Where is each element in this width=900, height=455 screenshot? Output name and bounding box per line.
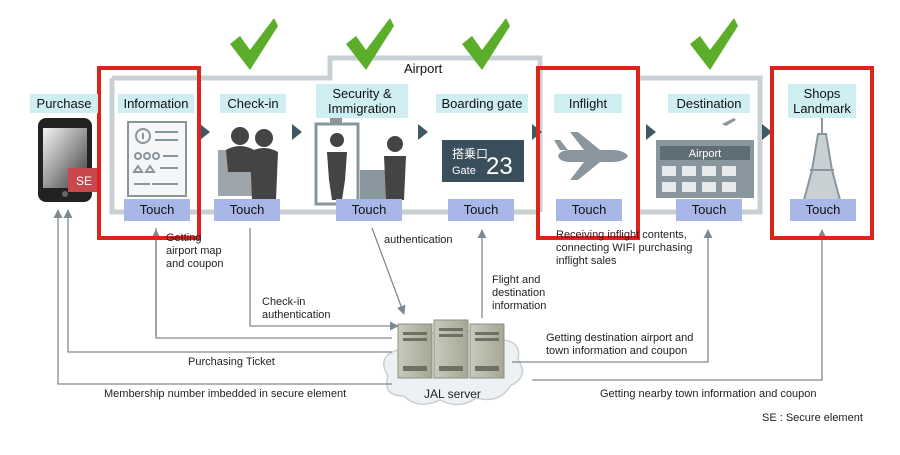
highlight-inflight [536,66,640,240]
touch-checkin: Touch [214,199,280,221]
touch-security: Touch [336,199,402,221]
note-purchase: Purchasing Ticket [188,356,275,368]
note-inflight: Receiving inflight contents, connecting … [556,229,693,267]
touch-inflight: Touch [556,199,622,221]
stage-title-checkin: Check-in [220,94,286,113]
highlight-information [97,66,201,240]
footnote-se: SE : Secure element [762,412,863,424]
stage-title-purchase: Purchase [30,94,98,113]
connector-lines [53,209,827,385]
security-gate-icon [314,116,406,206]
note-nearby: Getting nearby town information and coup… [600,388,817,400]
smartphone-icon: SE [38,118,100,202]
touch-shops: Touch [790,199,856,221]
se-badge [68,168,100,192]
stage-title-destination: Destination [668,94,750,113]
stage-title-boarding: Boarding gate [436,94,528,113]
server-label: JAL server [424,387,481,401]
airport-building-icon: Airport [656,118,754,198]
touch-destination: Touch [676,199,742,221]
airplane-icon [554,132,628,180]
stage-title-inflight: Inflight [554,94,622,113]
note-checkin: Check-in authentication [262,296,331,321]
stage-title-security: Security & Immigration [316,84,408,118]
check-mark-checkin [230,18,278,70]
stage-title-information: Information [118,94,194,113]
check-mark-boarding [462,18,510,70]
stage-title-shops: Shops Landmark [788,84,856,118]
check-marks [230,18,738,70]
check-in-counter-icon [218,127,278,200]
note-auth: authentication [384,234,453,246]
gate-sign-icon: 搭乗口 Gate 23 [442,140,524,182]
note-membership: Membership number imbedded in secure ele… [104,388,347,400]
highlight-shops [770,66,874,240]
note-flight: Flight and destination information [492,274,547,312]
note-dest: Getting destination airport and town inf… [546,332,694,357]
process-arrows [200,124,772,140]
gate-sign-en: Gate [452,165,476,177]
airport-label: Airport [404,61,443,76]
se-badge-label: SE [76,174,92,188]
information-board-icon [127,121,187,197]
gate-sign-jp: 搭乗口 [452,147,488,161]
touch-boarding: Touch [448,199,514,221]
note-info: Getting airport map and coupon [166,232,224,270]
building-label: Airport [689,148,721,160]
check-mark-security [346,18,394,70]
touch-information: Touch [124,199,190,221]
jal-server-icon [383,319,524,406]
gate-sign-number: 23 [486,153,513,180]
check-mark-destination [690,18,738,70]
